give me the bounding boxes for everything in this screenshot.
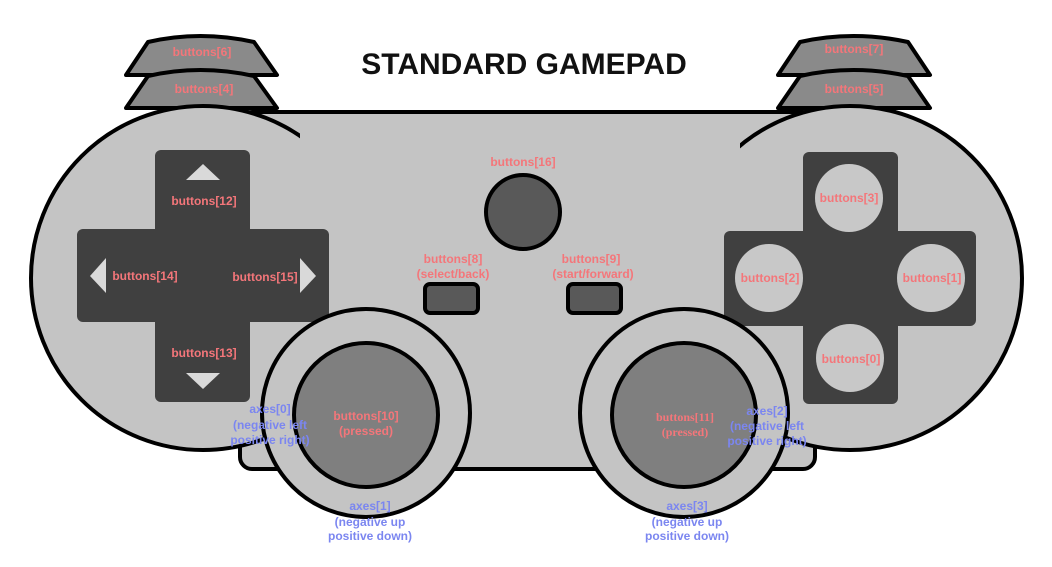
select-button: [423, 282, 480, 315]
shoulder-button-4: [124, 68, 279, 110]
face-top-label: buttons[3]: [820, 191, 879, 205]
left-axis-y-line1: axes[1]: [349, 499, 390, 513]
face-button-1: [897, 244, 965, 312]
shoulder-label-4: buttons[4]: [175, 82, 234, 96]
left-axis-x-line3: positive right): [230, 433, 309, 447]
face-left-label: buttons[2]: [741, 271, 800, 285]
dpad-right-label: buttons[15]: [232, 270, 297, 284]
select-label-line2: (select/back): [417, 267, 490, 281]
right-axis-y-line2: (negative up: [652, 515, 723, 529]
arrow-right-icon: [300, 258, 316, 293]
dpad-left-label: buttons[14]: [112, 269, 177, 283]
diagram-title: STANDARD GAMEPAD: [361, 48, 687, 81]
right-axis-x-line1: axes[2]: [746, 404, 787, 418]
start-button: [566, 282, 623, 315]
arrow-up-icon: [186, 164, 220, 180]
face-right-label: buttons[1]: [903, 271, 962, 285]
right-axis-y-line1: axes[3]: [666, 499, 707, 513]
shoulder-button-5: [776, 68, 932, 110]
face-button-3: [815, 164, 883, 232]
face-button-0: [816, 324, 884, 392]
right-stick-press-line1: buttons[11]: [656, 410, 714, 424]
arrow-down-icon: [186, 373, 220, 389]
start-label-line2: (start/forward): [552, 267, 633, 281]
right-axis-x-line2: (negative left: [730, 419, 804, 433]
right-stick: [610, 341, 758, 489]
shoulder-label-6: buttons[6]: [173, 45, 232, 59]
shoulder-label-5: buttons[5]: [825, 82, 884, 96]
home-button: [484, 173, 562, 251]
face-button-2: [735, 244, 803, 312]
left-stick-press-line1: buttons[10]: [333, 409, 398, 423]
left-axis-y-line2: (negative up: [335, 515, 406, 529]
left-axis-x-line1: axes[0]: [249, 402, 290, 416]
dpad-horizontal: [77, 229, 329, 322]
home-button-label: buttons[16]: [490, 155, 555, 169]
right-axis-x-line3: positive right): [727, 434, 806, 448]
select-label-line1: buttons[8]: [424, 252, 483, 266]
right-stick-press-line2: (pressed): [662, 425, 708, 439]
face-bottom-label: buttons[0]: [822, 352, 881, 366]
start-label-line1: buttons[9]: [562, 252, 621, 266]
right-axis-y-line3: positive down): [645, 529, 729, 543]
left-axis-x-line2: (negative left: [233, 418, 307, 432]
dpad-up-label: buttons[12]: [171, 194, 236, 208]
shoulder-button-6: [124, 34, 279, 77]
shoulder-button-7: [776, 34, 932, 77]
arrow-left-icon: [90, 258, 106, 293]
dpad-down-label: buttons[13]: [171, 346, 236, 360]
left-axis-y-line3: positive down): [328, 529, 412, 543]
left-stick-press-line2: (pressed): [339, 424, 393, 438]
left-stick: [292, 341, 440, 489]
shoulder-label-7: buttons[7]: [825, 42, 884, 56]
